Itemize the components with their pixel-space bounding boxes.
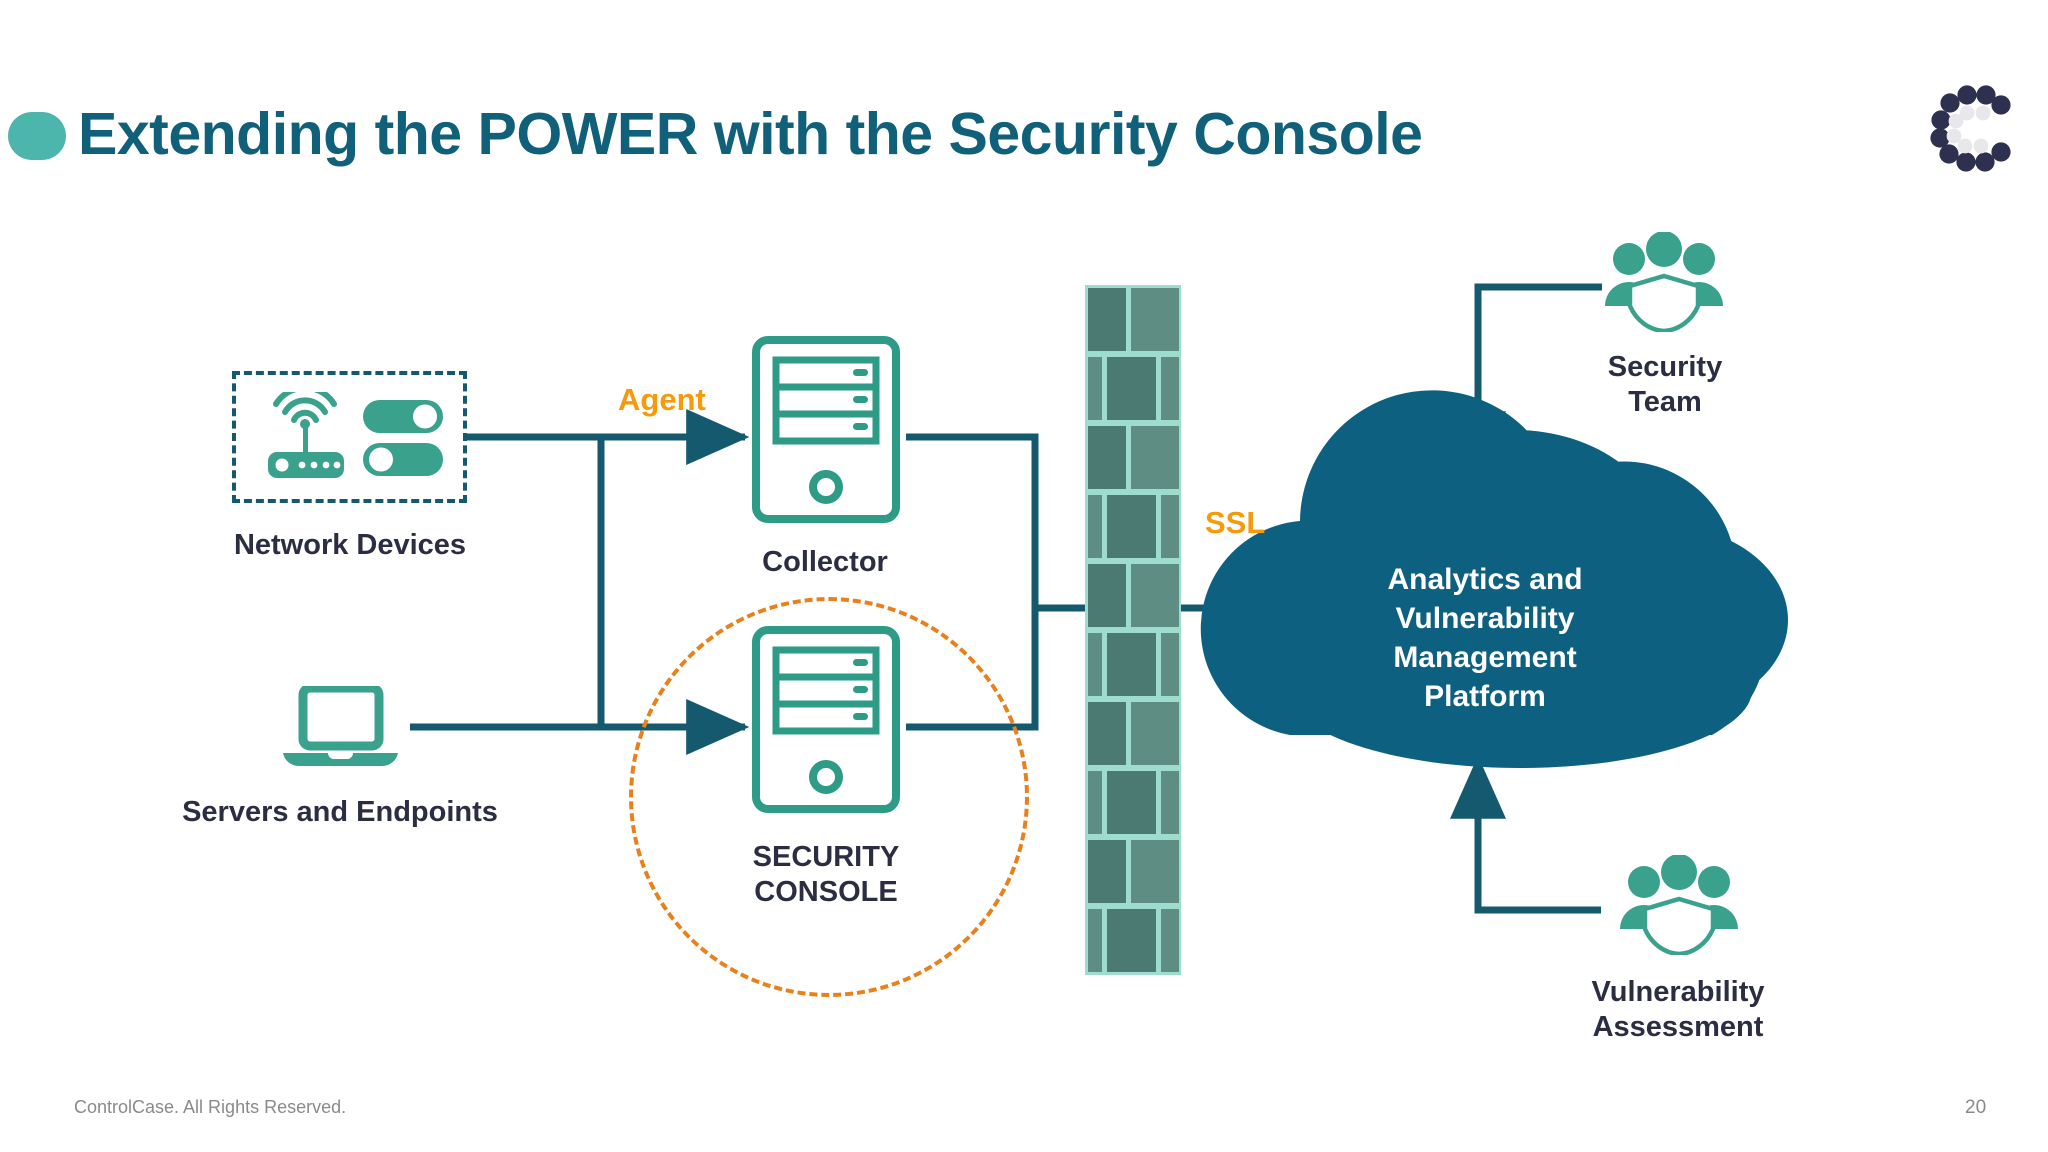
brick-row	[1085, 561, 1181, 630]
brick-row	[1085, 630, 1181, 699]
servers-endpoints-label: Servers and Endpoints	[182, 796, 498, 828]
laptop-icon	[281, 683, 400, 770]
wifi-router-icon	[262, 384, 352, 484]
controlcase-c-logo-svg	[1930, 85, 2011, 172]
footer-page-number: 20	[1965, 1097, 1987, 1118]
security-console-highlight-circle	[629, 597, 1029, 997]
server-toggle-icon	[362, 398, 444, 478]
brick-row	[1085, 354, 1181, 423]
brick-row	[1085, 285, 1181, 354]
footer-copyright: ControlCase. All Rights Reserved.	[74, 1097, 347, 1117]
controlcase-c-logo	[1920, 78, 2030, 178]
cloud-shape	[1200, 390, 1788, 768]
page-title: Extending the POWER with the Security Co…	[78, 101, 1423, 167]
title-accent-pill	[8, 112, 66, 160]
network-devices-label: Network Devices	[233, 529, 467, 561]
firewall-brick-wall	[1085, 285, 1181, 975]
security-console-label: SECURITY CONSOLE	[752, 841, 900, 909]
cloud-platform-label: Analytics and Vulnerability Management P…	[1387, 563, 1583, 713]
security-team-people-shield-icon	[1605, 231, 1723, 334]
collector-server-icon	[752, 336, 900, 523]
ssl-flow-label: SSL	[1205, 505, 1266, 540]
connector-collector-trunk	[906, 433, 1039, 608]
connector-netdev-bus	[467, 433, 605, 727]
brick-row	[1085, 768, 1181, 837]
network-devices-group-box	[232, 371, 467, 503]
connector-vuln-assessment-to-cloud	[1450, 755, 1601, 914]
brick-row	[1085, 906, 1181, 975]
brick-row	[1085, 837, 1181, 906]
brick-row	[1085, 699, 1181, 768]
vulnerability-assessment-label: Vulnerability Assessment	[1591, 976, 1765, 1044]
agent-flow-label: Agent	[618, 382, 706, 417]
brick-row	[1085, 423, 1181, 492]
security-console-server-icon	[752, 626, 900, 813]
security-team-label: Security Team	[1607, 351, 1723, 419]
collector-label: Collector	[762, 546, 888, 578]
vulnerability-assessment-people-shield-icon	[1620, 854, 1738, 957]
brick-row	[1085, 492, 1181, 561]
